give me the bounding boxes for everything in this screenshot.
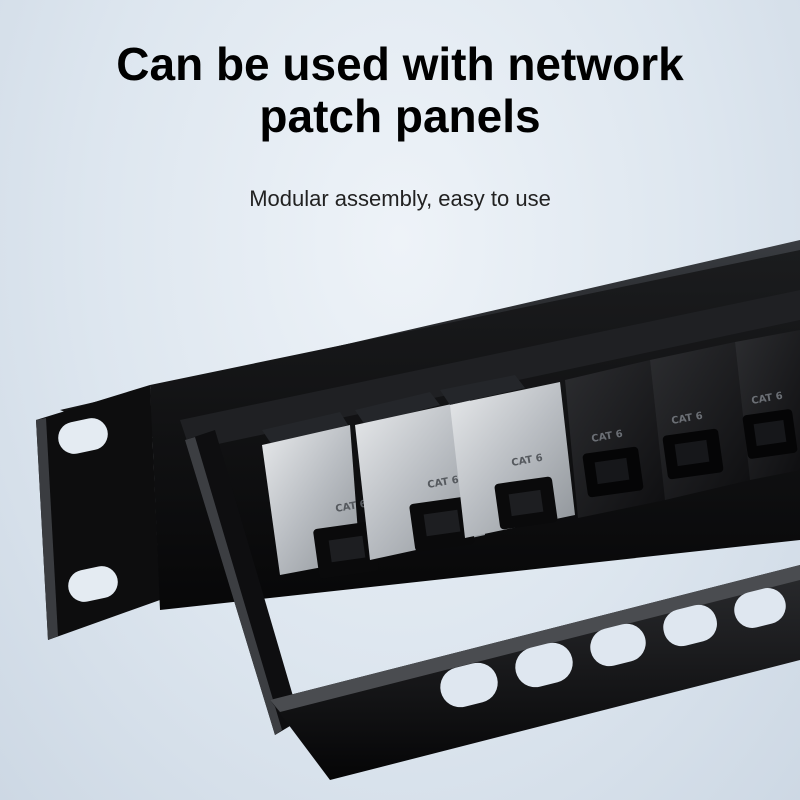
cable-slot-1 bbox=[440, 662, 498, 708]
cable-slot-2 bbox=[515, 642, 573, 688]
rack-ear-left bbox=[36, 385, 160, 640]
cat6-label-3: CAT 6 bbox=[511, 453, 544, 469]
keystone-module-silver-1: CAT 6 bbox=[262, 412, 379, 579]
cable-slot-5 bbox=[734, 588, 786, 628]
cable-slot-4 bbox=[663, 604, 717, 647]
keystone-module-black-1: CAT 6 bbox=[565, 360, 665, 518]
cable-slot-3 bbox=[590, 623, 646, 667]
keystone-modules: CAT 6 CAT 6 CAT 6 CAT 6 bbox=[262, 330, 800, 579]
headline-line-1: Can be used with network bbox=[116, 38, 684, 90]
mount-hole-top bbox=[58, 418, 108, 454]
keystone-module-black-2: CAT 6 bbox=[650, 342, 750, 500]
headline: Can be used with network patch panels bbox=[0, 38, 800, 142]
cat6-label-5: CAT 6 bbox=[671, 411, 704, 427]
cat6-label-1: CAT 6 bbox=[335, 499, 368, 515]
cable-management-bar bbox=[270, 565, 800, 780]
subtitle: Modular assembly, easy to use bbox=[249, 186, 551, 211]
cable-bar-arm bbox=[185, 430, 300, 735]
cat6-label-4: CAT 6 bbox=[591, 429, 624, 445]
cat6-label-2: CAT 6 bbox=[427, 475, 460, 491]
keystone-module-silver-3: CAT 6 bbox=[440, 375, 575, 538]
headline-line-2: patch panels bbox=[259, 90, 541, 142]
mount-hole-bottom bbox=[68, 566, 118, 602]
cat6-label-6: CAT 6 bbox=[751, 391, 784, 407]
keystone-module-black-3: CAT 6 bbox=[735, 330, 800, 480]
keystone-module-silver-2: CAT 6 bbox=[355, 392, 485, 560]
